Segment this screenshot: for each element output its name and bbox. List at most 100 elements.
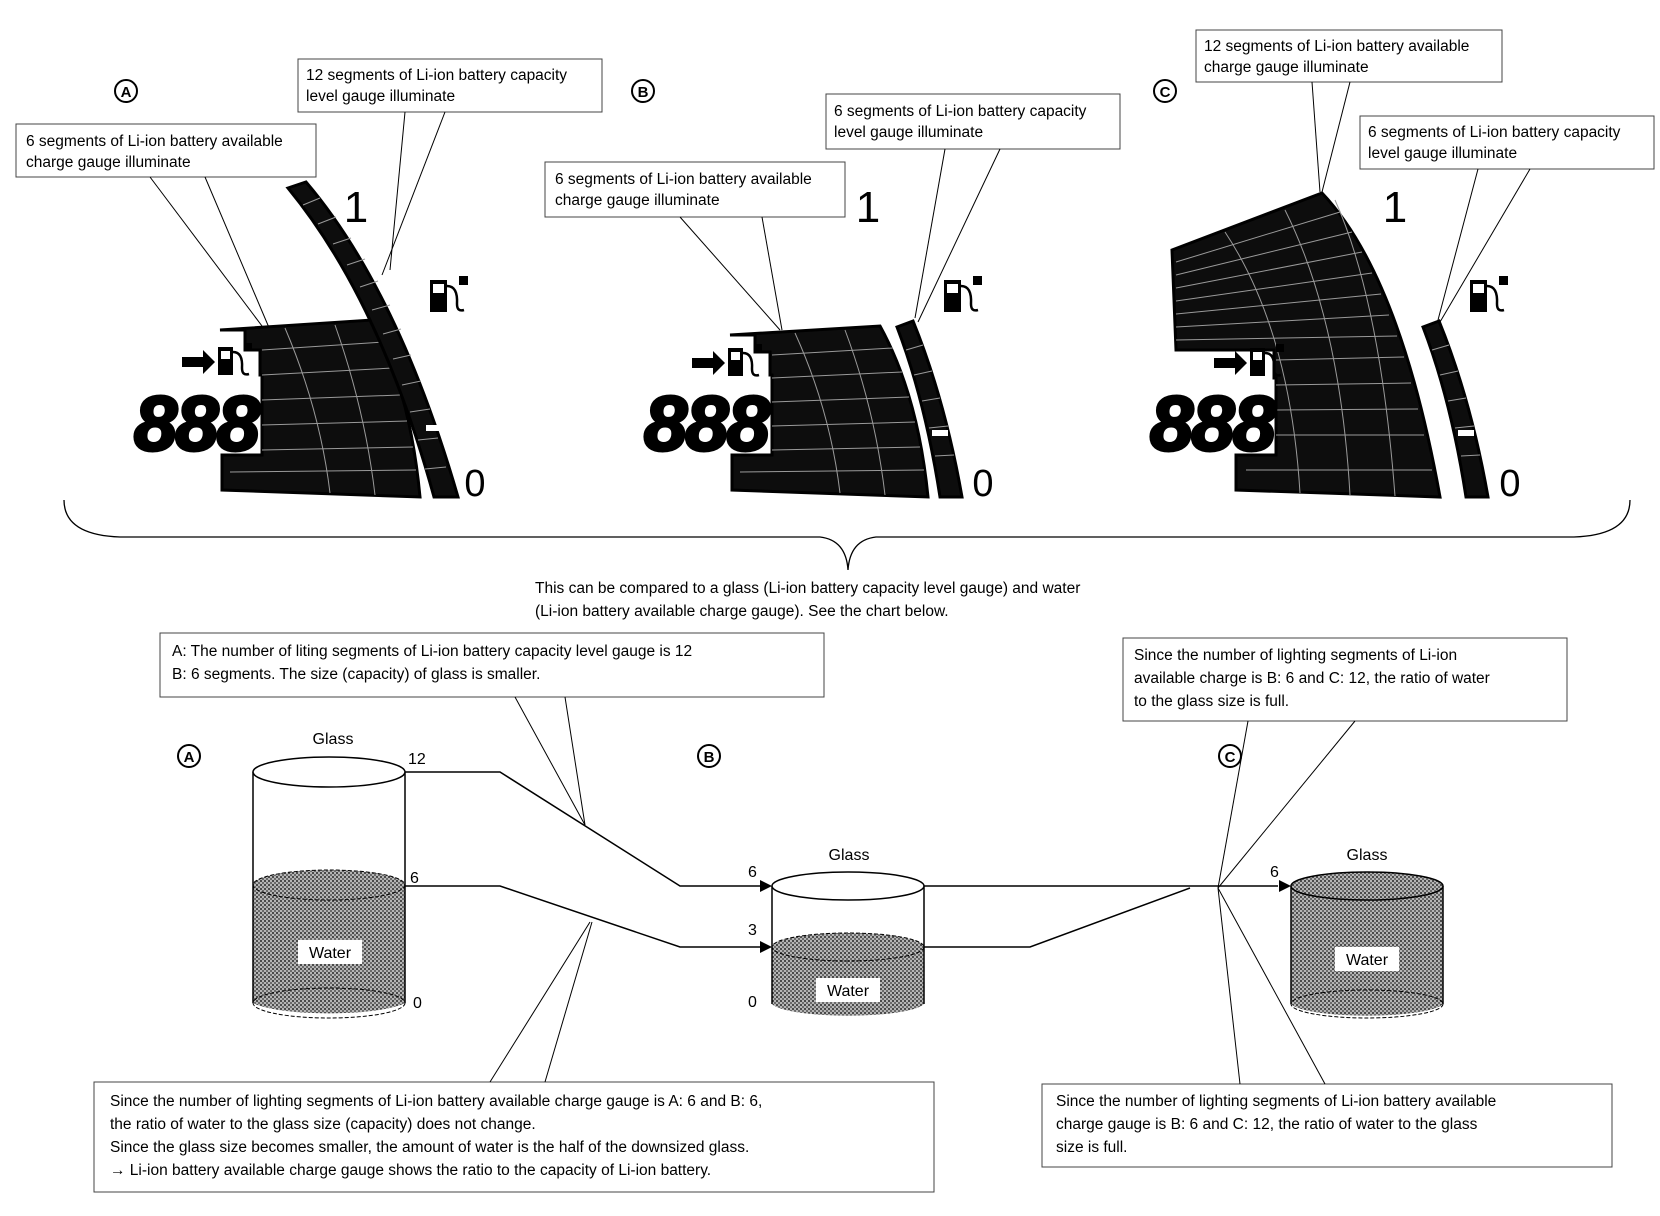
panel-b-gauge: 1 0 888 [642,183,993,505]
panel-b-available-grid [739,329,925,496]
note-ab-bottom-l3: Since the glass size becomes smaller, th… [110,1139,749,1156]
panel-c-callout-top-l1: 12 segments of Li-ion battery available [1204,38,1469,55]
panel-c-bottom-label: 0 [1499,463,1520,505]
panel-a-fuel-icon [430,276,468,312]
panel-b: B 6 segments of Li-ion battery capacity … [544,79,1121,505]
panel-a-charge-icon [218,343,252,376]
panel-c-capacity-grid [1431,344,1481,457]
glass-c-rim [1290,871,1444,901]
glass-b-water-surface [771,932,925,962]
panel-a-top-label: 1 [344,183,368,232]
connector-arrowheads [760,880,1291,953]
panel-c-callout-top-box [1195,29,1503,83]
note-bc-top-box [1122,637,1568,722]
panel-a-callout-top-l2: level gauge illuminate [306,88,455,105]
panel-b-callout-top-l1: 6 segments of Li-ion battery capacity [834,103,1087,120]
glass-b-label: Glass [829,847,870,864]
panel-b-callout-side-l1: 6 segments of Li-ion battery available [555,171,812,188]
panel-a-capacity-marker [426,425,442,431]
glass-b-letter-circle [697,744,721,768]
panel-a-capacity-gauge [285,180,460,499]
glass-a-letter-circle [177,744,201,768]
glass-c-water-label-bg [1335,947,1399,971]
intro-line-1: This can be compared to a glass (Li-ion … [535,580,1080,597]
note-bc-bottom-l1: Since the number of lighting segments of… [1056,1093,1496,1110]
panel-c-top-label: 1 [1383,183,1407,232]
glass-b-letter: B [704,749,715,766]
glass-b-group: B Glass Water 6 3 0 [697,744,925,1016]
note-bc-top-l2: available charge is B: 6 and C: 12, the … [1134,670,1490,687]
panel-c: C 12 segments of Li-ion battery availabl… [1148,29,1655,505]
panel-b-bottom-label: 0 [972,463,993,505]
panel-c-callout-side-box [1359,115,1655,170]
note-ab-bottom-box [93,1081,935,1193]
glass-c-water-label: Water [1346,952,1389,969]
panel-c-leaders [1311,81,1531,323]
panel-c-capacity-marker [1458,430,1474,436]
note-ab-top-box [159,632,825,698]
glass-a-level-0: 0 [413,995,422,1012]
panel-c-capacity-gauge [1421,319,1490,499]
panel-c-arrow-icon [1214,351,1247,375]
panel-a-callout-top-l1: 12 segments of Li-ion battery capacity [306,67,567,84]
panel-a-callout-side-l1: 6 segments of Li-ion battery available [26,133,283,150]
panel-c-callout-top-l2: charge gauge illuminate [1204,59,1369,76]
panel-c-callout-side-l2: level gauge illuminate [1368,145,1517,162]
panel-a-letter-circle [114,79,138,103]
glass-a-letter: A [184,749,195,766]
panel-c-letter-circle [1153,79,1177,103]
panel-a-callout-top-box [297,58,603,113]
note-ab-bottom-l4: → Li-ion battery available charge gauge … [110,1162,711,1179]
panel-c-available-grid [1175,199,1432,497]
glass-b-level-0: 0 [748,994,757,1011]
glass-a-label: Glass [313,731,354,748]
glass-a-water-label: Water [309,945,352,962]
panel-b-callout-side-box [544,161,846,218]
panel-b-letter: B [638,84,649,101]
glass-b-rim [771,871,925,901]
panel-a-capacity-grid [302,197,447,470]
glass-a-water-label-bg [298,940,362,964]
note-ab-top-l2: B: 6 segments. The size (capacity) of gl… [172,666,540,683]
glass-c-letter: C [1225,749,1236,766]
note-ab-bottom-l2: the ratio of water to the glass size (ca… [110,1116,536,1133]
glass-c-letter-circle [1218,744,1242,768]
panel-c-gauge: 1 0 888 [1148,183,1520,505]
note-leaders [489,696,1356,1085]
panel-b-top-label: 1 [856,183,880,232]
note-bc-bottom-box [1041,1083,1613,1168]
glass-a-level-12: 12 [408,751,426,768]
panel-c-letter: C [1160,84,1171,101]
panel-a-gauge: 1 0 888 [132,180,486,505]
panel-a-arrow-icon [182,350,215,374]
panel-c-charge-icon [1250,344,1284,377]
panel-b-letter-circle [631,79,655,103]
glass-b-water-label: Water [827,983,870,1000]
panel-b-arrow-icon [692,351,725,375]
overview-brace [63,499,1631,571]
intro-line-2: (Li-ion battery available charge gauge).… [535,603,949,620]
panel-b-callout-top-l2: level gauge illuminate [834,124,983,141]
glass-b-level-6: 6 [748,864,757,881]
panel-a-leaders [149,111,446,331]
panel-b-leaders [679,148,1001,331]
panel-a-bottom-label: 0 [464,463,485,505]
panel-c-digits: 888 [1150,379,1277,467]
glass-c-group: C Glass Water 6 [1218,744,1444,1019]
glass-a-water-surface [252,869,406,901]
panel-a-callout-side-l2: charge gauge illuminate [26,154,191,171]
glass-b-water-label-bg [816,978,880,1002]
panel-a-available-grid [229,324,417,496]
panel-b-callout-side-l2: charge gauge illuminate [555,192,720,209]
connectors [405,771,1278,948]
panel-b-charge-icon [728,344,762,377]
glass-c-bottom [1290,989,1444,1019]
panel-b-fuel-icon [944,276,982,312]
note-ab-top-l1: A: The number of liting segments of Li-i… [172,643,692,660]
glass-c-level-6: 6 [1270,864,1279,881]
panel-a-digits: 888 [134,379,261,467]
note-bc-top-l1: Since the number of lighting segments of… [1134,647,1457,664]
panel-a-callout-side-box [15,123,317,178]
